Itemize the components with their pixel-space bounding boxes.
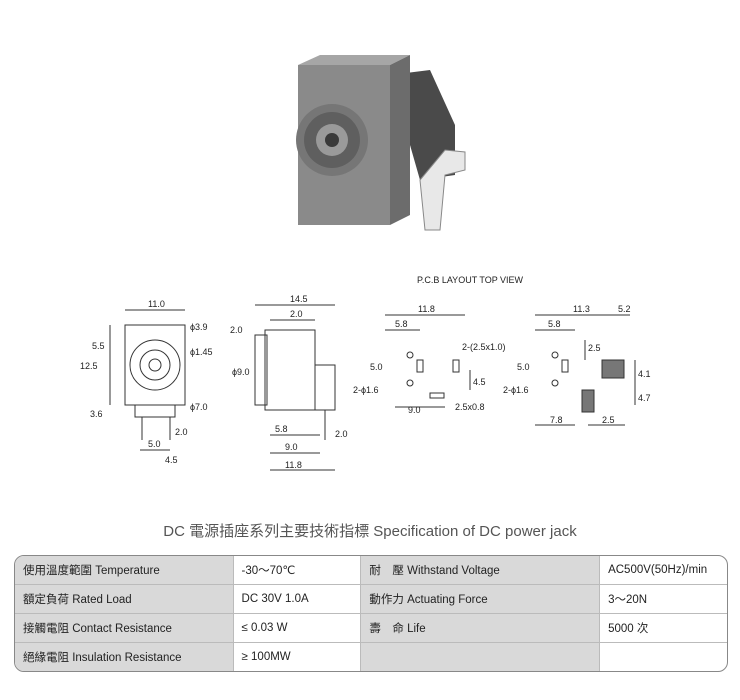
- svg-text:2-ϕ1.6: 2-ϕ1.6: [503, 385, 529, 395]
- spec-value2: [599, 642, 727, 671]
- svg-text:2.0: 2.0: [230, 325, 243, 335]
- spec-label2: 動作力 Actuating Force: [360, 584, 601, 614]
- svg-text:2.5: 2.5: [602, 415, 615, 425]
- svg-text:12.5: 12.5: [80, 361, 98, 371]
- svg-text:5.8: 5.8: [275, 424, 288, 434]
- svg-text:4.1: 4.1: [638, 369, 651, 379]
- svg-text:11.8: 11.8: [285, 460, 302, 470]
- spec-value2: AC500V(50Hz)/min: [599, 556, 727, 585]
- svg-text:ϕ3.9: ϕ3.9: [190, 322, 208, 332]
- svg-text:5.0: 5.0: [370, 362, 383, 372]
- svg-text:4.5: 4.5: [165, 455, 178, 465]
- spec-label2: 耐 壓 Withstand Voltage: [360, 556, 601, 585]
- dimension-drawings: P.C.B LAYOUT TOP VIEW 11.0 ϕ3.9 ϕ1.45 ϕ7…: [80, 275, 651, 471]
- svg-text:2.0: 2.0: [175, 427, 188, 437]
- svg-text:5.8: 5.8: [395, 319, 408, 329]
- svg-text:2.5x0.8: 2.5x0.8: [455, 402, 485, 412]
- svg-text:14.5: 14.5: [290, 294, 308, 304]
- spec-value: ≥ 100MW: [232, 642, 362, 671]
- svg-text:2-ϕ1.6: 2-ϕ1.6: [353, 385, 379, 395]
- svg-text:4.7: 4.7: [638, 393, 651, 403]
- svg-text:11.3: 11.3: [573, 304, 590, 314]
- spec-label: 絕緣電阻 Insulation Resistance: [15, 642, 234, 671]
- spec-value2: 3～20N: [599, 584, 727, 614]
- spec-value: -30～70℃: [232, 556, 362, 585]
- svg-text:5.0: 5.0: [148, 439, 161, 449]
- svg-text:ϕ1.45: ϕ1.45: [190, 347, 213, 357]
- spec-value2: 5000 次: [599, 613, 727, 643]
- svg-text:ϕ7.0: ϕ7.0: [190, 402, 208, 412]
- svg-text:7.8: 7.8: [550, 415, 563, 425]
- svg-text:9.0: 9.0: [285, 442, 298, 452]
- spec-value: ≤ 0.03 W: [232, 613, 362, 643]
- svg-text:5.8: 5.8: [548, 319, 561, 329]
- svg-text:2.0: 2.0: [335, 429, 348, 439]
- svg-text:4.5: 4.5: [473, 377, 486, 387]
- product-photo: [296, 55, 466, 231]
- svg-text:2.5: 2.5: [588, 343, 601, 353]
- spec-label: 接觸電阻 Contact Resistance: [15, 613, 234, 643]
- svg-text:11.8: 11.8: [418, 304, 435, 314]
- spec-value: DC 30V 1.0A: [232, 584, 362, 614]
- spec-label2: [360, 642, 601, 671]
- pcb-caption: P.C.B LAYOUT TOP VIEW: [417, 275, 524, 285]
- svg-text:ϕ9.0: ϕ9.0: [232, 367, 250, 377]
- svg-text:5.0: 5.0: [517, 362, 530, 372]
- svg-text:3.6: 3.6: [90, 409, 103, 419]
- spec-label2: 壽 命 Life: [360, 613, 601, 643]
- svg-text:9.0: 9.0: [408, 405, 421, 415]
- svg-text:2.0: 2.0: [290, 309, 303, 319]
- svg-text:5.5: 5.5: [92, 341, 105, 351]
- svg-text:5.2: 5.2: [618, 304, 631, 314]
- spec-label: 額定負荷 Rated Load: [15, 584, 234, 614]
- svg-text:11.0: 11.0: [148, 299, 165, 309]
- spec-label: 使用溫度範圍 Temperature: [15, 556, 234, 585]
- svg-text:2-(2.5x1.0): 2-(2.5x1.0): [462, 342, 506, 352]
- spec-title: DC 電源插座系列主要技術指標 Specification of DC powe…: [163, 523, 577, 540]
- spec-row: 絕緣電阻 Insulation Resistance≥ 100MW: [15, 642, 727, 671]
